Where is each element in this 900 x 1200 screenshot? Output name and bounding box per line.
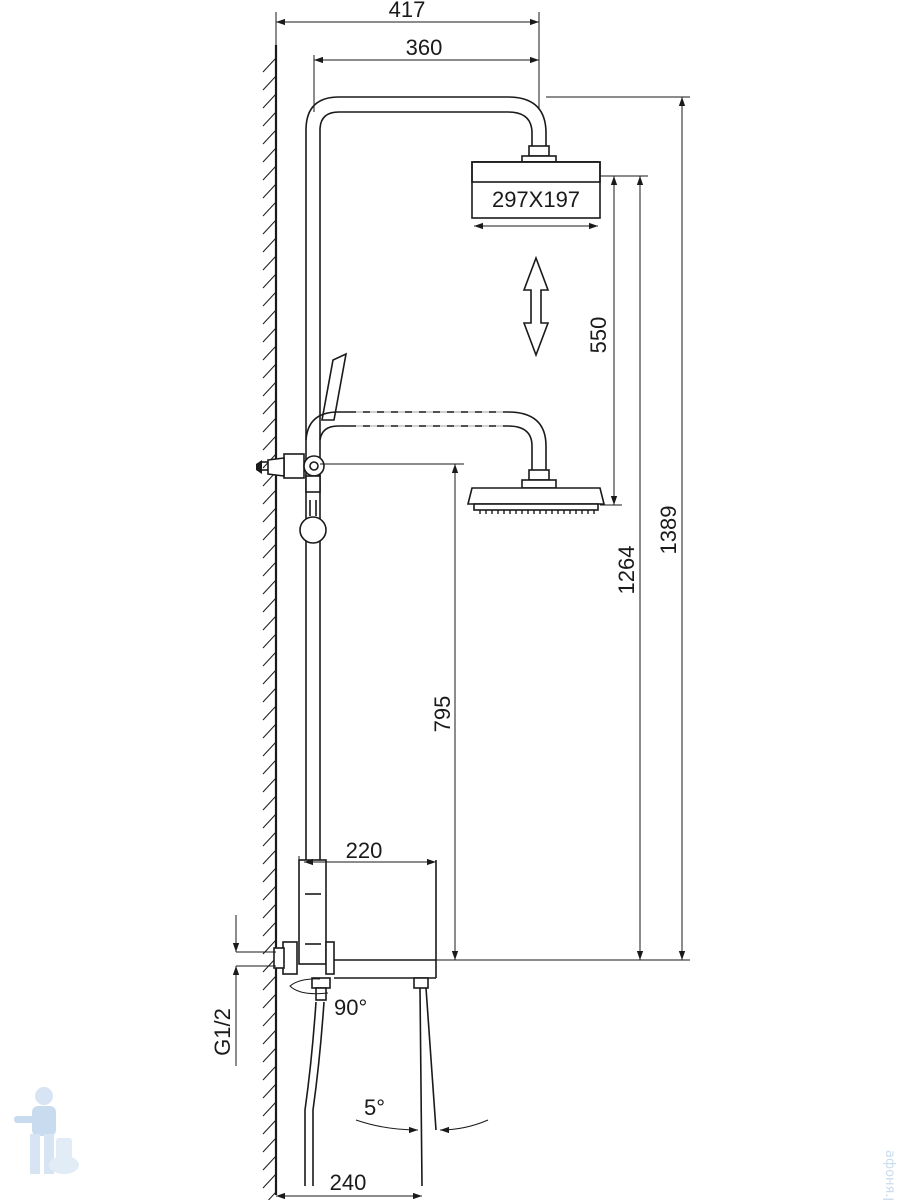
- wall-hatch-line: [262, 273, 277, 289]
- dim-360-label: 360: [406, 35, 443, 60]
- wall-hatch-line: [262, 525, 277, 541]
- hand-shower-hose: [304, 1001, 325, 1186]
- wall-hatch-line: [262, 687, 277, 703]
- wall-hatching: [262, 57, 277, 1200]
- wall-hatch-line: [262, 561, 277, 577]
- wall-hatch-line: [262, 363, 277, 379]
- tub-spout: [419, 987, 437, 1187]
- wall-hatch-line: [262, 651, 277, 667]
- wall-hatch-line: [262, 165, 277, 181]
- dim-417-label: 417: [389, 0, 426, 22]
- wall-hatch-line: [262, 921, 277, 937]
- wall-hatch-line: [262, 993, 277, 1009]
- watermark-site: афоня.рф: [882, 1150, 897, 1200]
- wall-hatch-line: [267, 1191, 277, 1200]
- dim-inlet-thread: G1/2: [210, 915, 276, 1066]
- wall-hatch-line: [262, 291, 277, 307]
- wall-hatch-line: [262, 345, 277, 361]
- wall-hatch-line: [262, 615, 277, 631]
- dim-slide-range: 550: [586, 175, 622, 506]
- wall-hatch-line: [262, 813, 277, 829]
- wall-hatch-line: [262, 597, 277, 613]
- dim-base-depth: 240: [276, 1170, 422, 1200]
- head-size-label: 297X197: [492, 187, 580, 212]
- thermostat-mixer: [273, 859, 437, 1001]
- dim-1389-label: 1389: [656, 506, 681, 555]
- wall-hatch-line: [262, 1083, 277, 1099]
- wall-hatch-line: [262, 885, 277, 901]
- wall-hatch-line: [262, 111, 277, 127]
- wall-hatch-line: [262, 795, 277, 811]
- double-arrow-icon: [522, 255, 550, 358]
- wall-hatch-line: [262, 741, 277, 757]
- wall-hatch-line: [262, 849, 277, 865]
- wall-hatch-line: [262, 507, 277, 523]
- dim-spout-angle: 5°: [355, 1095, 489, 1134]
- wall-hatch-line: [262, 183, 277, 199]
- wall-hatch-line: [262, 327, 277, 343]
- dim-total-height: 1389: [546, 96, 690, 960]
- wall-hatch-line: [262, 777, 277, 793]
- wall-hatch-line: [262, 93, 277, 109]
- plumber-mascot-icon: [14, 1087, 79, 1174]
- wall-hatch-line: [262, 1137, 277, 1153]
- wall-hatch-line: [262, 903, 277, 919]
- arm-slide-marks: [356, 411, 503, 427]
- wall-hatch-line: [262, 435, 277, 451]
- riser-pipe: [305, 96, 547, 860]
- wall-hatch-line: [262, 1047, 277, 1063]
- wall-hatch-line: [262, 417, 277, 433]
- lowered-shower-arm: [305, 411, 547, 470]
- wall-hatch-line: [262, 867, 277, 883]
- wall-hatch-line: [262, 1101, 277, 1117]
- wall-hatch-line: [262, 1119, 277, 1135]
- wall-hatch-line: [262, 237, 277, 253]
- wall-hatch-line: [262, 543, 277, 559]
- dim-head-to-outlet: 1264: [612, 175, 648, 960]
- wall: [262, 45, 278, 1200]
- dim-mixer-reach: 220: [298, 838, 436, 964]
- dim-total-width: 417: [275, 0, 540, 110]
- rain-shower-head: 297X197: [471, 145, 601, 230]
- wall-hatch-line: [262, 219, 277, 235]
- hand-shower-holder: [256, 352, 348, 544]
- wall-hatch-line: [262, 381, 277, 397]
- dim-220-label: 220: [346, 838, 383, 863]
- wall-hatch-line: [262, 705, 277, 721]
- wall-hatch-line: [262, 1029, 277, 1045]
- wall-hatch-line: [262, 759, 277, 775]
- wall-hatch-line: [262, 75, 277, 91]
- wall-hatch-line: [262, 579, 277, 595]
- handle-rotation-label: 90°: [334, 995, 367, 1020]
- dim-240-label: 240: [330, 1170, 367, 1195]
- spout-angle-label: 5°: [364, 1095, 385, 1120]
- wall-hatch-line: [262, 831, 277, 847]
- nozzle-row: [479, 510, 595, 514]
- wall-hatch-line: [262, 975, 277, 991]
- wall-hatch-line: [262, 723, 277, 739]
- wall-hatch-line: [262, 309, 277, 325]
- dim-handshower-height: 795: [320, 463, 464, 960]
- wall-hatch-line: [262, 1155, 277, 1171]
- dim-1264-label: 1264: [614, 546, 639, 595]
- lowered-shower-head: [466, 469, 606, 514]
- inlet-thread-label: G1/2: [210, 1008, 235, 1056]
- wall-hatch-line: [262, 129, 277, 145]
- wall-hatch-line: [262, 201, 277, 217]
- wall-hatch-line: [262, 57, 277, 73]
- wall-hatch-line: [262, 489, 277, 505]
- dim-arm-reach: 360: [313, 35, 539, 112]
- wall-hatch-line: [262, 399, 277, 415]
- dim-550-label: 550: [586, 317, 611, 354]
- wall-hatch-line: [262, 255, 277, 271]
- wall-hatch-line: [262, 669, 277, 685]
- dim-795-label: 795: [430, 696, 455, 733]
- wall-hatch-line: [262, 147, 277, 163]
- wall-hatch-line: [262, 633, 277, 649]
- wall-hatch-line: [262, 1011, 277, 1027]
- wall-hatch-line: [262, 1173, 277, 1189]
- wall-hatch-line: [262, 1065, 277, 1081]
